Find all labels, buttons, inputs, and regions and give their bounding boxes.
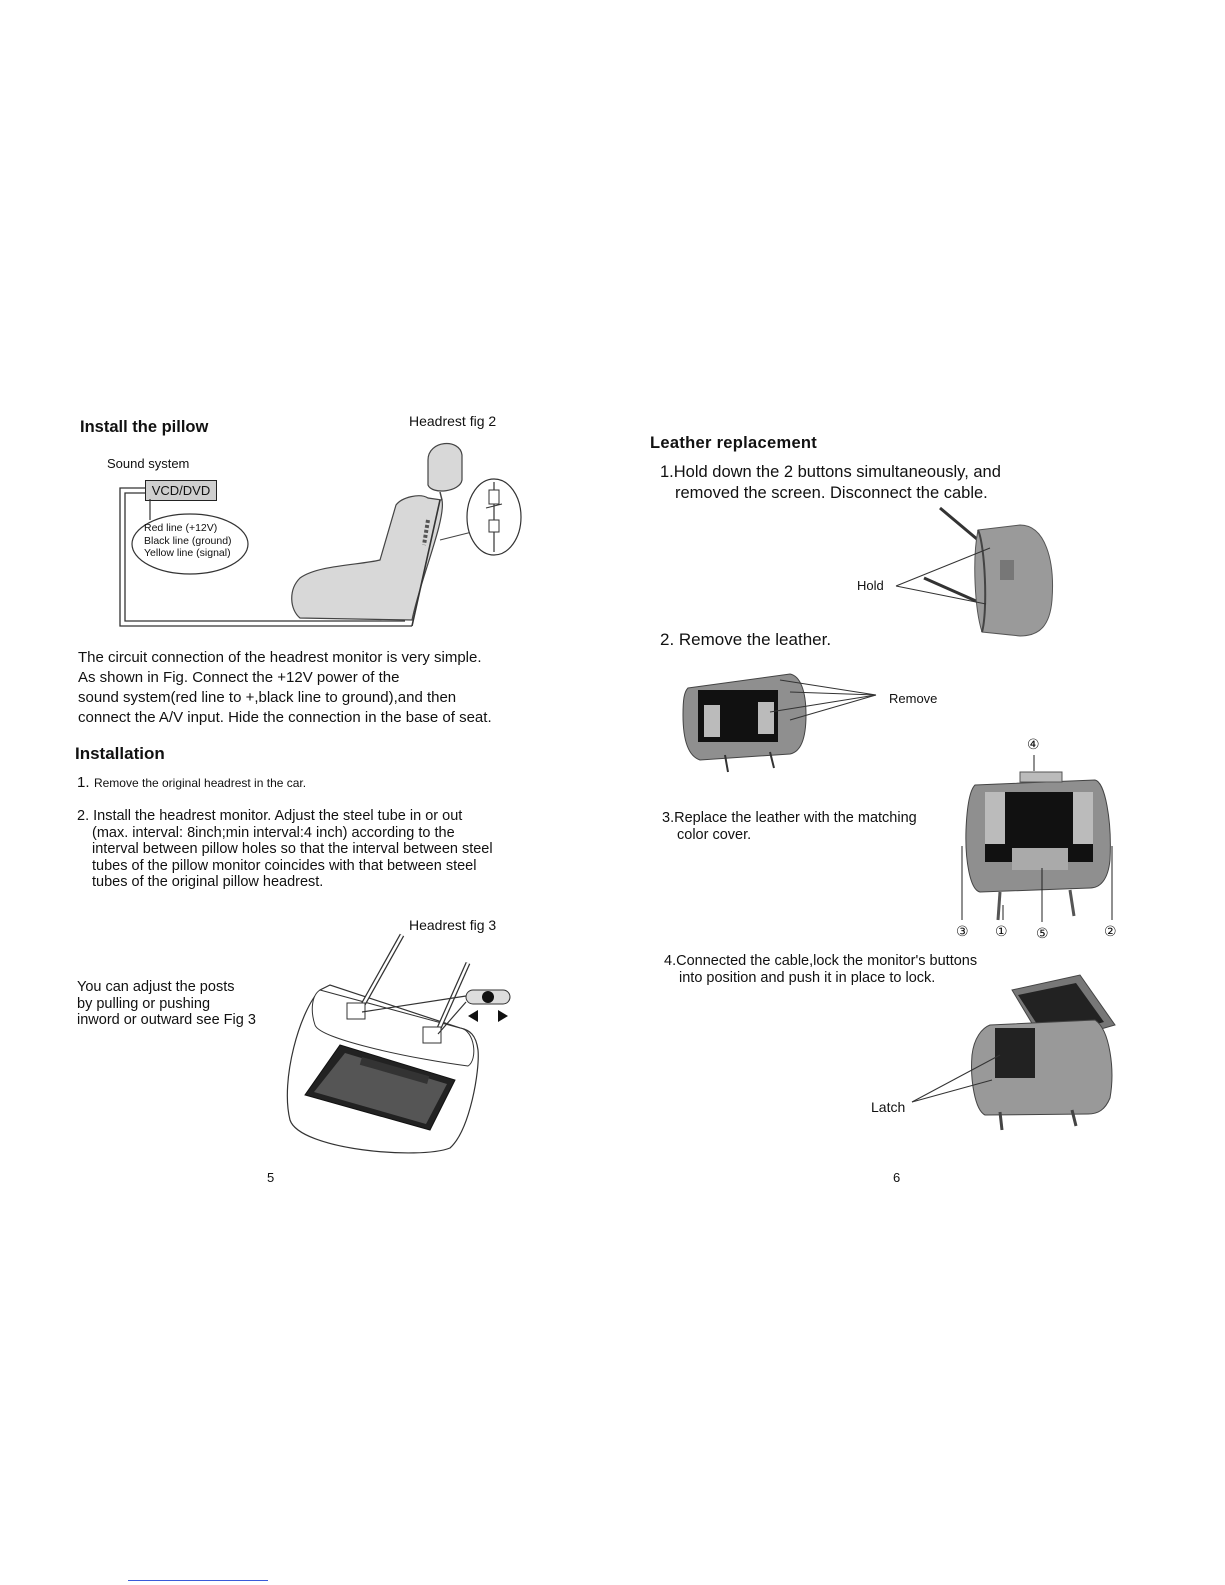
callout-1: ① xyxy=(995,923,1008,939)
latch-label: Latch xyxy=(871,1099,906,1115)
install-step-2: 2. Install the headrest monitor. Adjust … xyxy=(77,808,493,891)
leather-replacement-title: Leather replacement xyxy=(650,434,818,452)
callout-4: ④ xyxy=(1027,736,1040,752)
page-number-5: 5 xyxy=(267,1170,275,1185)
install-step-1: 1. Remove the original headrest in the c… xyxy=(77,774,306,792)
headrest-illustration xyxy=(427,442,463,492)
hold-label: Hold xyxy=(857,578,884,593)
install-pillow-title: Install the pillow xyxy=(80,418,209,436)
circuit-line-4: connect the A/V input. Hide the connecti… xyxy=(78,709,492,726)
remove-label: Remove xyxy=(889,691,938,706)
leather-step-1: 1.Hold down the 2 buttons simultaneously… xyxy=(660,462,1001,504)
wiring-diagram xyxy=(119,442,522,627)
adjust-posts-text: You can adjust the posts by pulling or p… xyxy=(77,979,256,1029)
callout-2: ② xyxy=(1104,923,1117,939)
adjust-line-1: You can adjust the posts xyxy=(77,979,235,995)
sound-system-label: Sound system xyxy=(107,456,190,471)
screen-removal-photo xyxy=(895,506,1053,637)
step2-line-4: tubes of the pillow monitor coincides wi… xyxy=(92,857,477,874)
callout-5: ⑤ xyxy=(1036,925,1049,941)
leather-step-2: 2. Remove the leather. xyxy=(660,630,832,649)
installation-title: Installation xyxy=(75,744,165,763)
step2-line-3: interval between pillow holes so that th… xyxy=(92,841,493,857)
step2-line-2: (max. interval: 8inch;min interval:4 inc… xyxy=(92,824,455,841)
circuit-paragraph: The circuit connection of the headrest m… xyxy=(78,648,492,728)
circuit-line-2: As shown in Fig. Connect the +12V power … xyxy=(78,669,400,686)
fig2-caption: Headrest fig 2 xyxy=(409,413,497,429)
wire-label-yellow: Yellow line (signal) xyxy=(144,547,231,559)
leather-step-4: 4.Connected the cable,lock the monitor's… xyxy=(664,953,977,986)
wire-label-black: Black line (ground) xyxy=(144,534,232,547)
leather-step4-line-1: 4.Connected the cable,lock the monitor's… xyxy=(664,953,978,969)
wire-label-list: Red line (+12V) Black line (ground) Yell… xyxy=(144,522,232,560)
seat-illustration xyxy=(291,495,444,621)
cover-replacement-photo xyxy=(961,755,1113,922)
wire-labels-ellipse xyxy=(131,513,249,575)
page-number-6: 6 xyxy=(893,1170,901,1185)
circuit-line-3: sound system(red line to +,black line to… xyxy=(78,689,457,706)
headrest-fig3-illustration xyxy=(286,933,511,1154)
leather-step-3: 3.Replace the leather with the matching … xyxy=(662,810,917,843)
callout-3: ③ xyxy=(956,923,969,939)
step1-text: Remove the original headrest in the car. xyxy=(93,776,307,790)
wire-label-red: Red line (+12V) xyxy=(144,522,218,534)
adjust-line-2: by pulling or pushing xyxy=(77,995,211,1012)
step1-number: 1. xyxy=(77,774,90,791)
leather-step1-line-2: removed the screen. Disconnect the cable… xyxy=(675,484,988,502)
leather-step4-line-2: into position and push it in place to lo… xyxy=(679,969,936,986)
leather-step3-line-2: color cover. xyxy=(677,826,752,843)
step2-line-5: tubes of the original pillow headrest. xyxy=(92,874,324,890)
latch-photo xyxy=(911,974,1116,1131)
vcd-dvd-box: VCD/DVD xyxy=(145,480,217,501)
leather-step1-line-1: 1.Hold down the 2 buttons simultaneously… xyxy=(660,463,1001,481)
circuit-line-1: The circuit connection of the headrest m… xyxy=(78,649,482,666)
step2-line-1: 2. Install the headrest monitor. Adjust … xyxy=(77,808,463,824)
fig3-caption: Headrest fig 3 xyxy=(409,917,497,933)
adjust-line-3: inword or outward see Fig 3 xyxy=(77,1012,256,1028)
footer-rule xyxy=(128,1580,268,1581)
leather-step3-line-1: 3.Replace the leather with the matching xyxy=(662,810,917,826)
leather-removal-photo xyxy=(682,673,877,773)
